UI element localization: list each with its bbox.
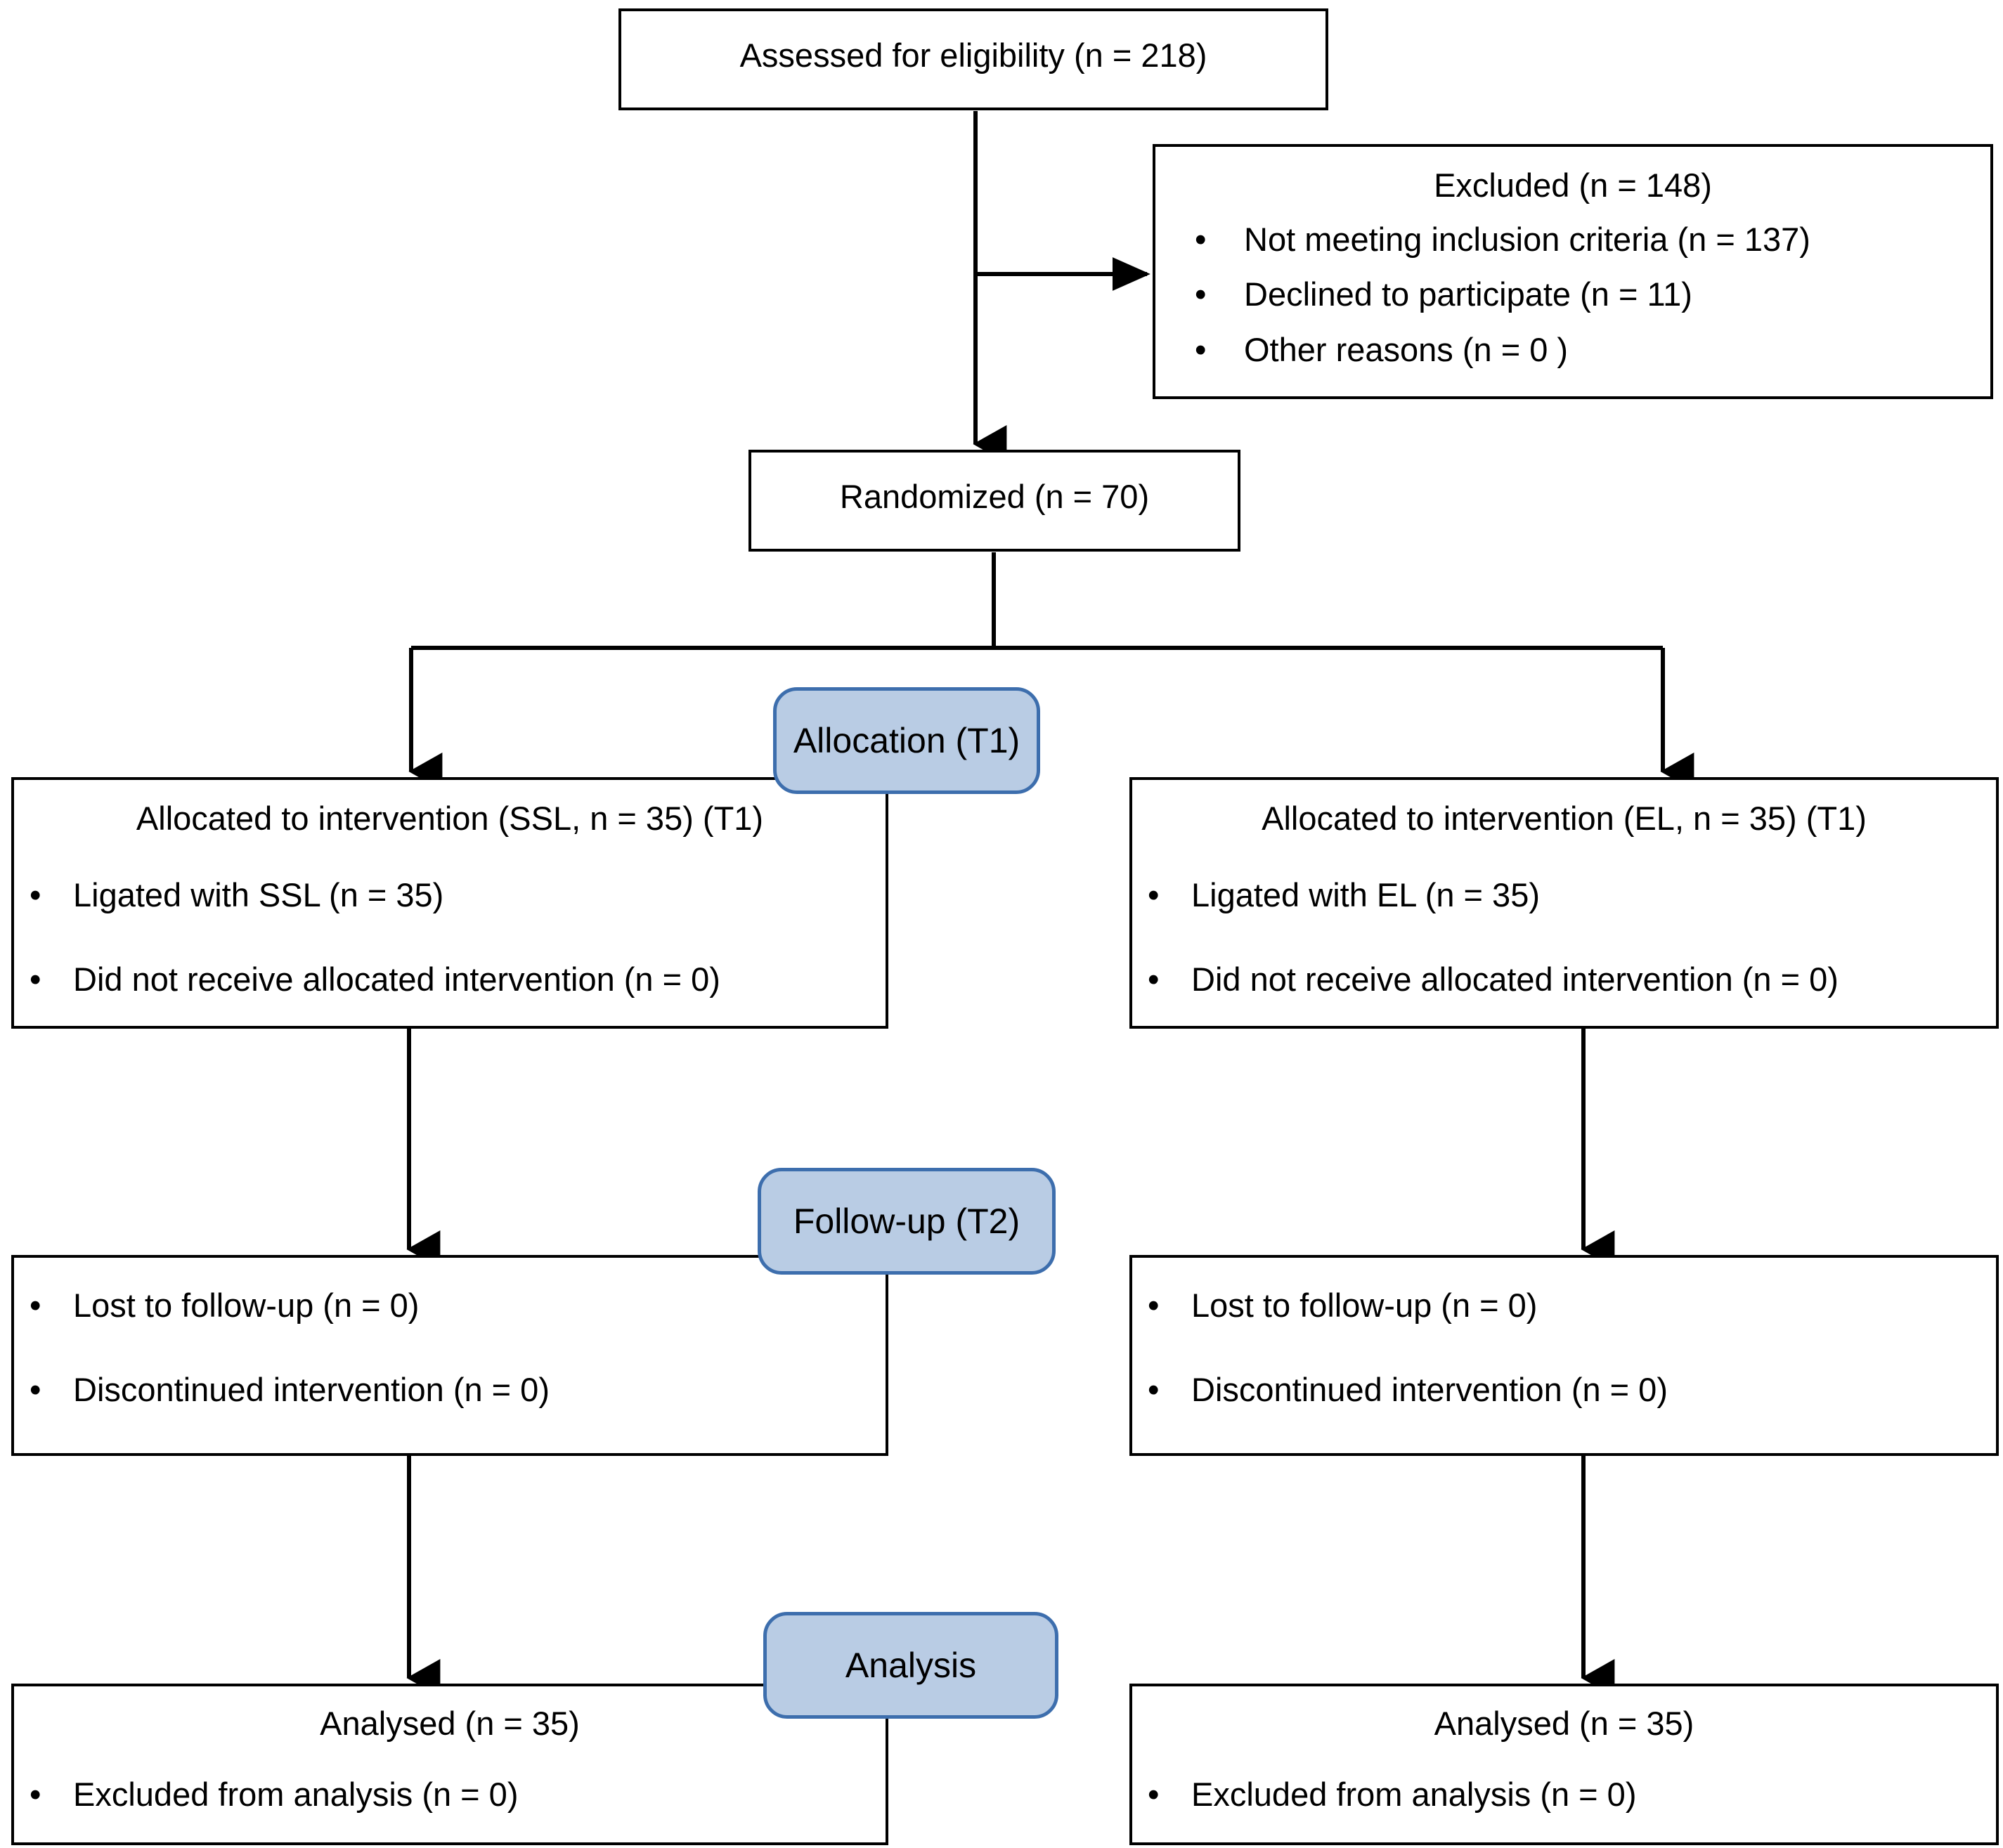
bullet-icon: • xyxy=(1148,1776,1160,1814)
list-item: • Did not receive allocated intervention… xyxy=(14,960,886,999)
list-item: • Ligated with SSL (n = 35) xyxy=(14,876,886,915)
list-item-label: Did not receive allocated intervention (… xyxy=(1191,961,1839,998)
analysis-right-title: Analysed (n = 35) xyxy=(1434,1705,1694,1742)
randomized-title: Randomized (n = 70) xyxy=(839,478,1150,515)
list-item-label: Discontinued intervention (n = 0) xyxy=(1191,1371,1668,1409)
list-item-label: Lost to follow-up (n = 0) xyxy=(73,1287,420,1324)
list-item-label: Not meeting inclusion criteria (n = 137) xyxy=(1244,221,1810,259)
analysis-right-list: • Excluded from analysis (n = 0) xyxy=(1132,1775,1996,1814)
stage-badge-analysis: Analysis xyxy=(763,1612,1058,1719)
bullet-icon: • xyxy=(1195,275,1207,313)
allocation-right-title: Allocated to intervention (EL, n = 35) (… xyxy=(1262,800,1867,837)
list-item-label: Lost to follow-up (n = 0) xyxy=(1191,1287,1538,1324)
eligibility-title: Assessed for eligibility (n = 218) xyxy=(739,37,1207,74)
list-item-label: Discontinued intervention (n = 0) xyxy=(73,1371,550,1409)
stage-badge-allocation-label: Allocation (T1) xyxy=(793,721,1020,760)
list-item: • Lost to follow-up (n = 0) xyxy=(1132,1286,1996,1325)
bullet-icon: • xyxy=(30,1776,41,1814)
box-followup-el: • Lost to follow-up (n = 0) • Discontinu… xyxy=(1129,1255,1999,1456)
box-followup-ssl: • Lost to follow-up (n = 0) • Discontinu… xyxy=(11,1255,888,1456)
allocation-left-title: Allocated to intervention (SSL, n = 35) … xyxy=(136,800,764,837)
followup-left-list: • Lost to follow-up (n = 0) • Discontinu… xyxy=(14,1286,886,1410)
box-excluded: Excluded (n = 148) • Not meeting inclusi… xyxy=(1153,144,1993,399)
excluded-title: Excluded (n = 148) xyxy=(1434,167,1712,204)
bullet-icon: • xyxy=(1148,876,1160,914)
list-item: • Excluded from analysis (n = 0) xyxy=(1132,1775,1996,1814)
allocation-left-list: • Ligated with SSL (n = 35) • Did not re… xyxy=(14,876,886,1000)
analysis-left-list: • Excluded from analysis (n = 0) xyxy=(14,1775,886,1814)
stage-badge-analysis-label: Analysis xyxy=(845,1646,977,1685)
list-item-label: Excluded from analysis (n = 0) xyxy=(73,1776,519,1814)
list-item: • Did not receive allocated intervention… xyxy=(1132,960,1996,999)
list-item-label: Ligated with EL (n = 35) xyxy=(1191,876,1540,914)
list-item-label: Declined to participate (n = 11) xyxy=(1244,275,1692,313)
list-item: • Lost to follow-up (n = 0) xyxy=(14,1286,886,1325)
bullet-icon: • xyxy=(1195,330,1207,368)
list-item-label: Did not receive allocated intervention (… xyxy=(73,961,720,998)
box-analysis-el: Analysed (n = 35) • Excluded from analys… xyxy=(1129,1684,1999,1845)
list-item-label: Excluded from analysis (n = 0) xyxy=(1191,1776,1637,1814)
bullet-icon: • xyxy=(30,961,41,998)
list-item: • Not meeting inclusion criteria (n = 13… xyxy=(1155,220,1990,259)
list-item: • Discontinued intervention (n = 0) xyxy=(1132,1370,1996,1410)
box-allocation-el: Allocated to intervention (EL, n = 35) (… xyxy=(1129,777,1999,1029)
bullet-icon: • xyxy=(1148,1371,1160,1409)
bullet-icon: • xyxy=(30,1287,41,1324)
box-analysis-ssl: Analysed (n = 35) • Excluded from analys… xyxy=(11,1684,888,1845)
bullet-icon: • xyxy=(1148,1287,1160,1324)
bullet-icon: • xyxy=(1195,221,1207,259)
list-item-label: Other reasons (n = 0 ) xyxy=(1244,330,1569,368)
bullet-icon: • xyxy=(30,1371,41,1409)
list-item: • Discontinued intervention (n = 0) xyxy=(14,1370,886,1410)
list-item: • Other reasons (n = 0 ) xyxy=(1155,330,1990,370)
stage-badge-allocation: Allocation (T1) xyxy=(773,687,1040,794)
list-item: • Declined to participate (n = 11) xyxy=(1155,275,1990,314)
list-item-label: Ligated with SSL (n = 35) xyxy=(73,876,444,914)
list-item: • Ligated with EL (n = 35) xyxy=(1132,876,1996,915)
bullet-icon: • xyxy=(1148,961,1160,998)
followup-right-list: • Lost to follow-up (n = 0) • Discontinu… xyxy=(1132,1286,1996,1410)
allocation-right-list: • Ligated with EL (n = 35) • Did not rec… xyxy=(1132,876,1996,1000)
box-allocation-ssl: Allocated to intervention (SSL, n = 35) … xyxy=(11,777,888,1029)
box-randomized: Randomized (n = 70) xyxy=(748,450,1240,552)
stage-badge-followup-label: Follow-up (T2) xyxy=(793,1202,1020,1241)
list-item: • Excluded from analysis (n = 0) xyxy=(14,1775,886,1814)
stage-badge-followup: Follow-up (T2) xyxy=(758,1168,1056,1275)
bullet-icon: • xyxy=(30,876,41,914)
box-assessed-for-eligibility: Assessed for eligibility (n = 218) xyxy=(618,8,1328,110)
analysis-left-title: Analysed (n = 35) xyxy=(320,1705,580,1742)
excluded-reason-list: • Not meeting inclusion criteria (n = 13… xyxy=(1155,220,1990,370)
